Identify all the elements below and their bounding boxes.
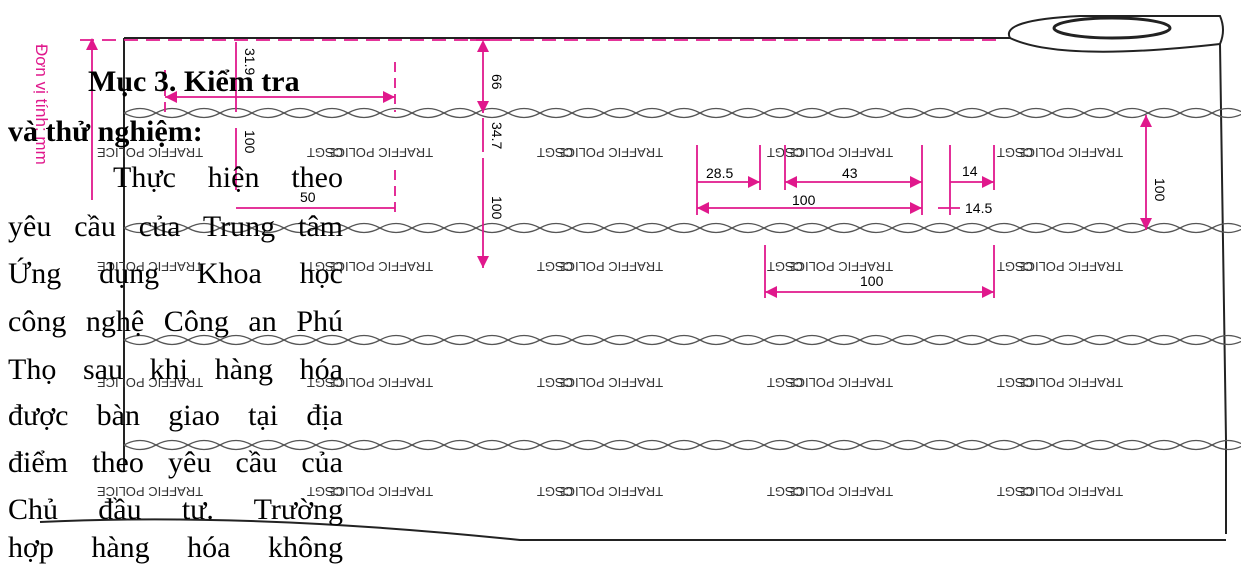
roll-hole <box>1052 16 1172 40</box>
dim-repeat-a: 100 <box>792 192 816 208</box>
dim-left-top: 31.9 <box>242 48 258 75</box>
police-text: CSGT <box>767 375 803 390</box>
police-text: CSGT <box>307 259 343 274</box>
wavy-stripe <box>123 222 1241 234</box>
police-text: CSGT <box>997 484 1033 499</box>
police-text: TRAFFIC POLICE <box>97 484 204 499</box>
paragraph-line: Chủ đầu tư. Trường <box>8 493 343 526</box>
paragraph-line: công nghệ Công an Phú <box>8 305 343 338</box>
paragraph-line: Ứng dụng Khoa học <box>8 257 343 290</box>
police-text: TRAFFIC POLICE <box>327 145 434 160</box>
paragraph-line: Thọ sau khi hàng hóa <box>8 353 343 386</box>
dim-right-stripe: 100 <box>1152 178 1168 202</box>
dim-police-width: 43 <box>842 165 858 181</box>
paragraph-line: Thực hiện theo <box>113 161 343 194</box>
police-text: TRAFFIC POLICE <box>97 259 204 274</box>
police-text: CSGT <box>997 259 1033 274</box>
dim-repeat-b: 100 <box>860 273 884 289</box>
police-text: TRAFFIC POLICE <box>557 259 664 274</box>
paragraph-line: yêu cầu của Trung tâm <box>8 210 343 243</box>
dim-left-width: 100 <box>242 130 258 154</box>
police-text: TRAFFIC POLICE <box>97 375 204 390</box>
police-text: CSGT <box>307 375 343 390</box>
dim-left-gap: 50 <box>300 189 316 205</box>
police-text: TRAFFIC POLICE <box>1017 375 1124 390</box>
police-text: TRAFFIC POLICE <box>1017 484 1124 499</box>
heading-line-2: và thử nghiệm: <box>8 115 203 148</box>
wavy-stripe <box>123 222 1241 234</box>
wavy-stripe <box>123 107 1241 119</box>
heading-line-1: Mục 3. Kiểm tra <box>88 65 300 98</box>
police-text: TRAFFIC POLICE <box>557 484 664 499</box>
dimension-arrowheads <box>86 38 1152 298</box>
police-text: TRAFFIC POLICE <box>557 375 664 390</box>
police-text: CSGT <box>997 145 1033 160</box>
wavy-stripes <box>123 107 1241 451</box>
wavy-stripe <box>123 334 1241 346</box>
police-text: CSGT <box>537 259 573 274</box>
tape-roll-outline <box>39 15 1227 541</box>
wavy-stripe <box>123 439 1241 451</box>
dim-csgt-width: 28.5 <box>706 165 733 181</box>
police-text: CSGT <box>307 145 343 160</box>
police-text: TRAFFIC POLICE <box>1017 145 1124 160</box>
police-text: TRAFFIC POLICE <box>787 375 894 390</box>
wavy-stripe <box>123 107 1241 119</box>
dim-gap-14: 14 <box>962 163 978 179</box>
police-text: CSGT <box>537 375 573 390</box>
dim-stripe: 100 <box>489 196 505 220</box>
paragraph-line: được bàn giao tại địa <box>8 399 343 432</box>
police-text: TRAFFIC POLICE <box>327 375 434 390</box>
police-text: TRAFFIC POLICE <box>787 484 894 499</box>
police-text: TRAFFIC POLICE <box>787 145 894 160</box>
dim-top-band: 66 <box>489 74 505 90</box>
police-text: TRAFFIC POLICE <box>1017 259 1124 274</box>
police-text: CSGT <box>307 484 343 499</box>
police-text: TRAFFIC POLICE <box>557 145 664 160</box>
police-text: CSGT <box>997 375 1033 390</box>
police-text: CSGT <box>537 484 573 499</box>
wavy-stripe <box>123 334 1241 346</box>
police-text: CSGT <box>537 145 573 160</box>
unit-label-container: Đơn vị tính: mm <box>24 40 64 190</box>
paragraph-line: hợp hàng hóa không <box>8 531 343 564</box>
police-text: TRAFFIC POLICE <box>97 145 204 160</box>
police-text: CSGT <box>767 484 803 499</box>
dim-gap-14-5: 14.5 <box>965 200 992 216</box>
police-text: TRAFFIC POLICE <box>787 259 894 274</box>
police-text: TRAFFIC POLICE <box>327 484 434 499</box>
dim-gap: 34.7 <box>489 122 505 149</box>
paragraph-line: điểm theo yêu cầu của <box>8 446 343 479</box>
police-text: CSGT <box>767 259 803 274</box>
police-text: TRAFFIC POLICE <box>327 259 434 274</box>
unit-label: Đơn vị tính: mm <box>32 44 51 165</box>
wavy-stripe <box>123 439 1241 451</box>
dimension-lines <box>80 39 1147 298</box>
